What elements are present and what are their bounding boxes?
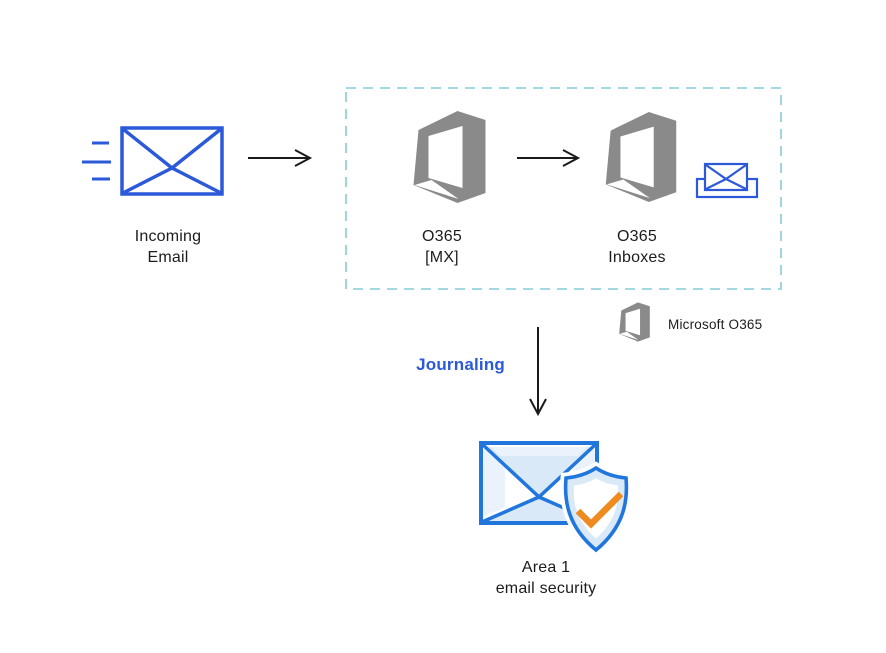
arrow-incoming-to-o365 xyxy=(248,149,313,167)
inbox-envelope-icon xyxy=(695,162,759,199)
o365-group-dashed-box xyxy=(345,87,782,290)
incoming-email-label-line2: Email xyxy=(147,249,189,266)
area1-label-line1: Area 1 xyxy=(521,559,571,576)
o365-mx-label: O365 [MX] xyxy=(372,226,512,268)
o365-mx-label-line2: [MX] xyxy=(425,249,459,266)
o365-inboxes-label-line1: O365 xyxy=(617,228,657,245)
incoming-email-label-line1: Incoming xyxy=(134,228,202,245)
arrow-journaling-down xyxy=(529,327,547,417)
check-icon xyxy=(575,491,624,529)
office365-legend-icon xyxy=(619,302,650,342)
o365-inboxes-label-line2: Inboxes xyxy=(608,249,666,266)
incoming-email-label: Incoming Email xyxy=(98,226,238,268)
area1-label-line2: email security xyxy=(495,580,597,597)
office365-logo-icon xyxy=(413,111,486,203)
journaling-label: Journaling xyxy=(416,355,505,374)
shield-check xyxy=(560,461,632,555)
email-security-shield-icon xyxy=(479,441,632,555)
area1-label: Area 1 email security xyxy=(466,557,626,599)
o365-inboxes-label: O365 Inboxes xyxy=(567,226,707,268)
o365-mx-label-line1: O365 xyxy=(422,228,462,245)
incoming-email-envelope-icon xyxy=(82,126,224,196)
office365-logo-icon xyxy=(605,111,677,203)
legend-label: Microsoft O365 xyxy=(668,317,763,332)
